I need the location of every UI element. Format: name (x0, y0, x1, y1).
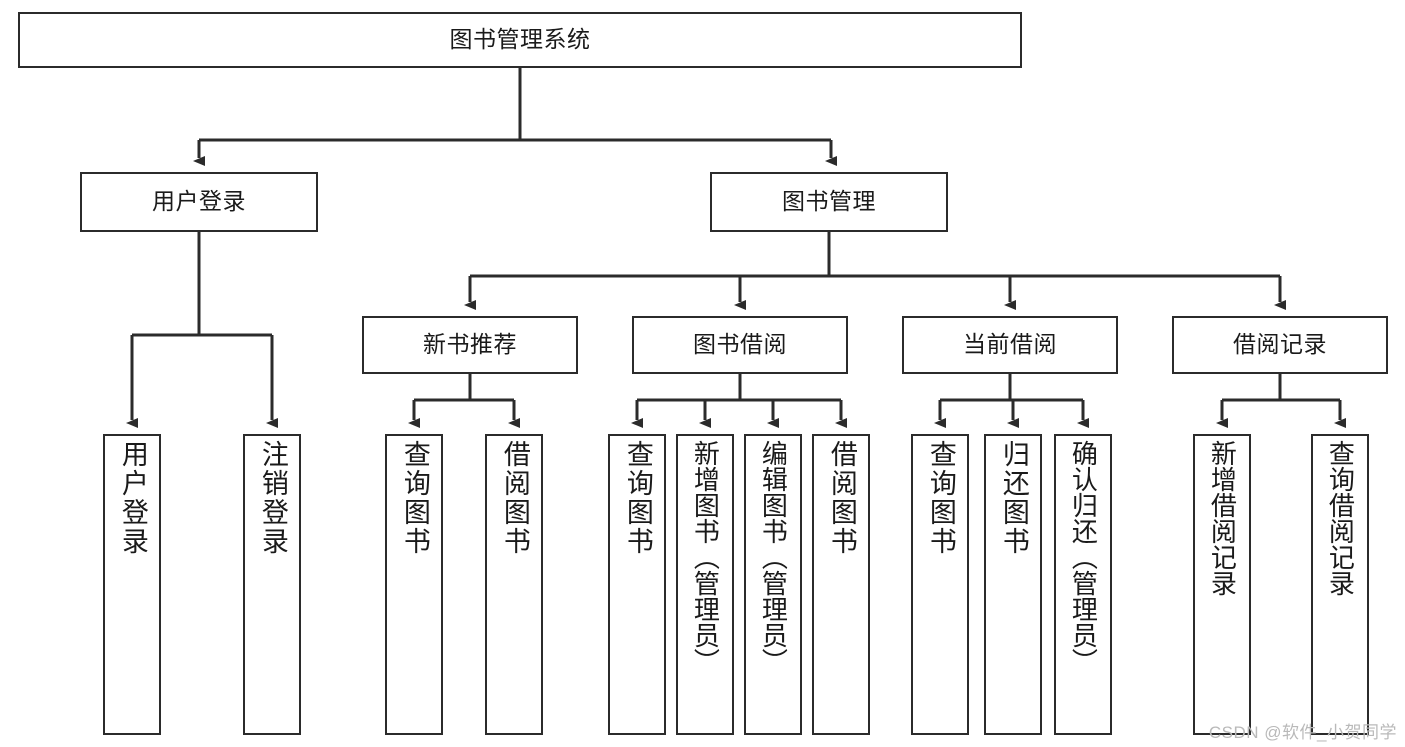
node-leaf-user-login-label: 用户登录 (117, 440, 148, 556)
edges (126, 68, 1346, 428)
node-leaf-query-record[interactable]: 查询借阅记录 (1311, 434, 1369, 735)
node-book-borrow-label: 图书借阅 (693, 331, 787, 358)
node-leaf-borrow-book-rec[interactable]: 借阅图书 (485, 434, 543, 735)
node-leaf-confirm-return-label: 确认归还（管理员） (1068, 440, 1099, 674)
node-leaf-borrow-book-label: 借阅图书 (826, 440, 857, 556)
node-user-login-label: 用户登录 (152, 188, 246, 215)
node-leaf-logout-label: 注销登录 (257, 440, 288, 556)
node-book-borrow[interactable]: 图书借阅 (632, 316, 848, 374)
node-leaf-add-record[interactable]: 新增借阅记录 (1193, 434, 1251, 735)
node-leaf-edit-book[interactable]: 编辑图书（管理员） (744, 434, 802, 735)
node-leaf-query-record-label: 查询借阅记录 (1325, 440, 1356, 596)
node-leaf-user-login[interactable]: 用户登录 (103, 434, 161, 735)
node-leaf-edit-book-label: 编辑图书（管理员） (758, 440, 789, 674)
node-borrow-record[interactable]: 借阅记录 (1172, 316, 1388, 374)
node-leaf-confirm-return[interactable]: 确认归还（管理员） (1054, 434, 1112, 735)
node-leaf-logout[interactable]: 注销登录 (243, 434, 301, 735)
node-root-label: 图书管理系统 (449, 26, 591, 53)
node-leaf-query-book[interactable]: 查询图书 (608, 434, 666, 735)
node-leaf-borrow-book[interactable]: 借阅图书 (812, 434, 870, 735)
node-borrow-record-label: 借阅记录 (1233, 331, 1327, 358)
node-leaf-add-book[interactable]: 新增图书（管理员） (676, 434, 734, 735)
node-leaf-query-book-cur-label: 查询图书 (925, 440, 956, 556)
node-leaf-borrow-book-rec-label: 借阅图书 (499, 440, 530, 556)
node-book-manage[interactable]: 图书管理 (710, 172, 948, 232)
node-leaf-query-book-rec-label: 查询图书 (399, 440, 430, 556)
node-leaf-add-book-label: 新增图书（管理员） (690, 440, 721, 674)
node-leaf-query-book-label: 查询图书 (622, 440, 653, 556)
node-current-borrow[interactable]: 当前借阅 (902, 316, 1118, 374)
node-new-book-rec[interactable]: 新书推荐 (362, 316, 578, 374)
node-new-book-rec-label: 新书推荐 (423, 331, 517, 358)
node-root[interactable]: 图书管理系统 (18, 12, 1022, 68)
node-leaf-query-book-rec[interactable]: 查询图书 (385, 434, 443, 735)
node-leaf-add-record-label: 新增借阅记录 (1207, 440, 1238, 596)
node-leaf-return-book[interactable]: 归还图书 (984, 434, 1042, 735)
node-current-borrow-label: 当前借阅 (963, 331, 1057, 358)
csdn-watermark: CSDN @软件_小贺同学 (1208, 723, 1397, 742)
node-book-manage-label: 图书管理 (782, 188, 876, 215)
node-leaf-return-book-label: 归还图书 (998, 440, 1029, 556)
node-user-login[interactable]: 用户登录 (80, 172, 318, 232)
node-leaf-query-book-cur[interactable]: 查询图书 (911, 434, 969, 735)
